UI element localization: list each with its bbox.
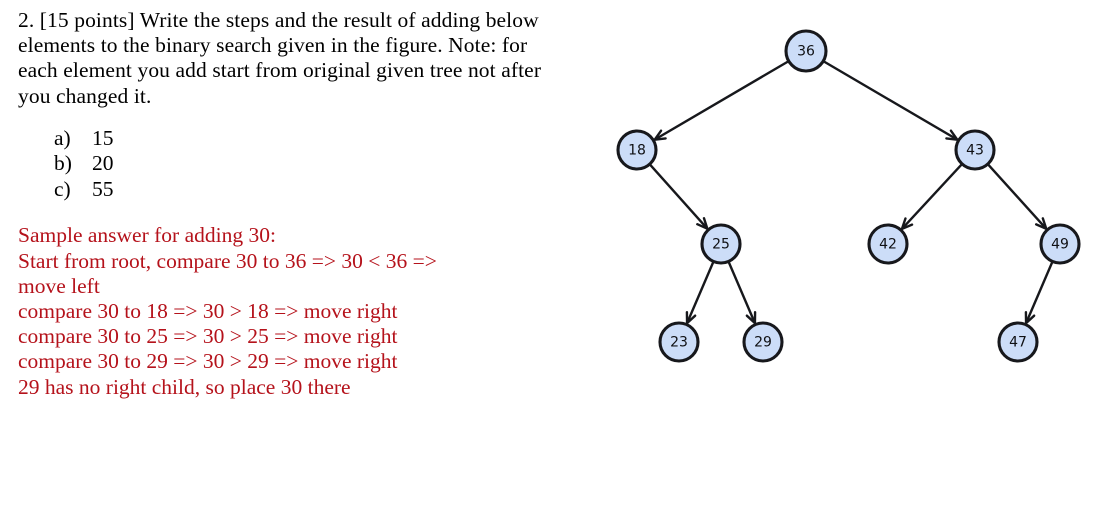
question-text-column: 2. [15 points] Write the steps and the r… xyxy=(18,8,570,400)
option-value: 15 xyxy=(92,125,114,150)
tree-node-label: 36 xyxy=(797,44,815,60)
tree-node-label: 43 xyxy=(966,143,984,159)
sample-answer-line-7: 29 has no right child, so place 30 there xyxy=(18,374,351,399)
tree-node-29[interactable]: 29 xyxy=(742,321,784,363)
tree-node-25[interactable]: 25 xyxy=(700,223,742,265)
tree-edge xyxy=(727,261,757,324)
binary-search-tree-figure: 36 18 43 25 42 49 23 29 47 xyxy=(576,0,1112,400)
tree-nodes-layer: 36 18 43 25 42 49 23 29 47 xyxy=(616,29,1081,363)
tree-node-42[interactable]: 42 xyxy=(867,223,909,265)
tree-node-label: 25 xyxy=(712,237,730,253)
tree-node-circle xyxy=(700,223,742,265)
tree-node-circle xyxy=(867,223,909,265)
question-paragraph: 2. [15 points] Write the steps and the r… xyxy=(18,8,542,108)
tree-node-circle xyxy=(742,321,784,363)
tree-edge xyxy=(1024,261,1054,324)
tree-node-23[interactable]: 23 xyxy=(658,321,700,363)
sample-answer-line-2: Start from root, compare 30 to 36 => 30 … xyxy=(18,248,437,273)
sample-answer-line-1: Sample answer for adding 30: xyxy=(18,223,276,248)
tree-edge xyxy=(987,164,1048,230)
tree-node-circle xyxy=(954,129,996,171)
tree-node-18[interactable]: 18 xyxy=(616,129,658,171)
tree-edges-layer xyxy=(649,60,1054,325)
tree-node-circle xyxy=(658,321,700,363)
tree-node-circle xyxy=(1039,223,1081,265)
option-value: 20 xyxy=(92,151,114,176)
tree-node-label: 23 xyxy=(670,335,688,351)
tree-node-label: 42 xyxy=(879,237,897,253)
tree-svg-canvas: 36 18 43 25 42 49 23 29 47 xyxy=(616,29,1081,363)
option-marker: c) xyxy=(54,176,71,201)
sample-answer-line-6: compare 30 to 29 => 30 > 29 => move righ… xyxy=(18,349,398,374)
option-marker: a) xyxy=(54,125,71,150)
tree-node-47[interactable]: 47 xyxy=(997,321,1039,363)
sample-answer-line-5: compare 30 to 25 => 30 > 25 => move righ… xyxy=(18,324,398,349)
tree-node-43[interactable]: 43 xyxy=(954,129,996,171)
tree-node-circle xyxy=(997,321,1039,363)
option-item-b: b) 20 xyxy=(18,151,570,177)
tree-node-label: 29 xyxy=(754,335,772,351)
tree-node-label: 49 xyxy=(1051,237,1069,253)
option-marker: b) xyxy=(54,151,72,176)
sample-answer-line-4: compare 30 to 18 => 30 > 18 => move righ… xyxy=(18,298,398,323)
option-item-a: a) 15 xyxy=(18,126,570,152)
options-list: a) 15 b) 20 c) 55 xyxy=(18,126,570,203)
tree-edge xyxy=(649,164,709,230)
tree-node-36[interactable]: 36 xyxy=(784,29,828,73)
sample-answer-block: Sample answer for adding 30: Start from … xyxy=(18,223,570,399)
sample-answer-line-3: move left xyxy=(18,273,100,298)
option-item-c: c) 55 xyxy=(18,177,570,203)
tree-node-label: 18 xyxy=(628,143,646,159)
tree-edge xyxy=(654,60,789,141)
tree-edge xyxy=(685,261,715,324)
tree-node-circle xyxy=(784,29,828,73)
tree-edge xyxy=(823,60,958,141)
tree-edge xyxy=(901,163,963,230)
tree-node-circle xyxy=(616,129,658,171)
tree-node-label: 47 xyxy=(1009,335,1027,351)
tree-node-49[interactable]: 49 xyxy=(1039,223,1081,265)
option-value: 55 xyxy=(92,176,114,201)
